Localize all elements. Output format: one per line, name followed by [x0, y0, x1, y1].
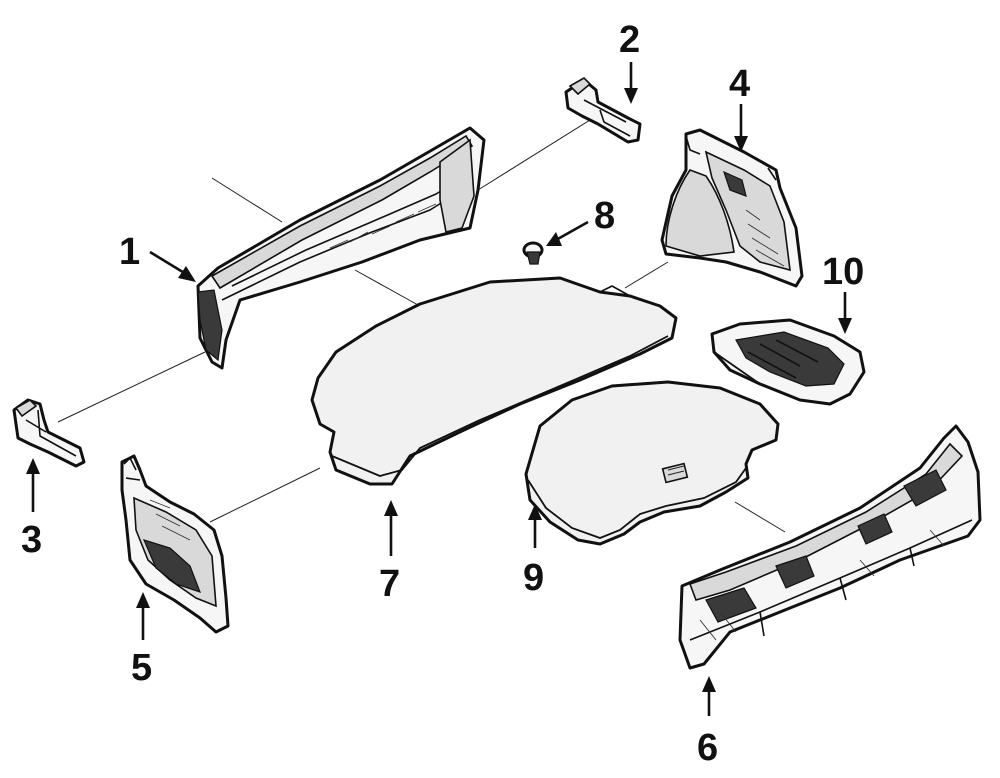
callout-numbers: 1 2 3 4 5 6 7 8 9 10: [21, 19, 864, 769]
arrowhead-1: [178, 266, 196, 282]
part-6-rear-end-panel: [678, 424, 982, 670]
part-4-window: [723, 170, 747, 197]
part-6-pocket-3: [857, 513, 893, 545]
part-5-recess: [142, 539, 202, 593]
part-1-body: [196, 126, 486, 370]
part-2-detail: [583, 99, 631, 137]
callout-8: 8: [594, 195, 615, 237]
part-2-body: [564, 78, 642, 144]
assembly-line-3-to-1: [57, 351, 206, 423]
arrowhead-2: [624, 88, 638, 104]
callout-leaders: [26, 62, 852, 716]
part-6-hatch: [699, 529, 945, 641]
callout-7: 7: [379, 563, 400, 605]
arrowhead-8: [546, 232, 562, 246]
assembly-line-1-to-2: [477, 119, 591, 191]
part-4-hatch: [745, 209, 785, 267]
part-5-tab-top: [123, 457, 141, 481]
part-2-bracket: [564, 77, 642, 144]
part-1-end-left: [197, 289, 223, 362]
part-1-end-right: [439, 138, 475, 233]
part-3-bracket: [12, 398, 86, 468]
part-7-body: [310, 276, 678, 486]
assembly-line-1-left: [211, 177, 283, 223]
part-6-pocket-2: [775, 555, 815, 589]
assembly-line-9-to-6: [734, 501, 786, 533]
callout-4: 4: [729, 63, 750, 105]
part-8-stem: [526, 251, 541, 265]
part-9-spare-tire-cover: [524, 380, 780, 546]
leader-1: [149, 250, 187, 276]
part-1-hatch: [329, 203, 437, 249]
callout-2: 2: [619, 19, 640, 61]
assembly-lines: [57, 119, 786, 533]
part-9-handle-detail: [667, 465, 685, 476]
arrowhead-9: [528, 504, 542, 520]
part-7-trunk-floor-mat: [310, 276, 678, 486]
part-1-top-rail: [210, 134, 474, 290]
arrowhead-6: [702, 676, 716, 692]
part-9-edge: [527, 467, 747, 539]
arrowhead-3: [26, 458, 40, 474]
part-8-clip: [522, 241, 544, 265]
part-1-rear-shelf-panel: [196, 126, 486, 370]
part-9-body: [524, 380, 780, 546]
part-10-rim: [713, 351, 831, 405]
arrowhead-10: [838, 318, 852, 334]
part-6-pocket-4: [903, 469, 947, 507]
assembly-line-1-to-7: [354, 269, 419, 306]
part-3-body: [12, 398, 86, 468]
assembly-line-5-to-7: [209, 467, 321, 523]
part-6-pocket-1: [705, 587, 757, 623]
part-10-storage-tray: [710, 318, 866, 406]
part-6-top-face: [688, 442, 964, 601]
assembly-line-4-to-7: [624, 261, 669, 289]
part-4-tab-top: [685, 135, 777, 181]
arrowhead-5: [136, 592, 150, 608]
part-10-ribs: [747, 339, 819, 379]
part-4-cup: [665, 169, 735, 257]
leader-8: [555, 220, 589, 242]
part-6-face-lines: [689, 519, 973, 641]
part-7-notch: [599, 285, 631, 297]
part-7-edge: [331, 335, 669, 477]
callout-10: 10: [822, 251, 864, 293]
arrowhead-7: [384, 500, 398, 516]
arrowhead-4: [734, 136, 748, 152]
callout-9: 9: [523, 557, 544, 599]
part-3-detail: [25, 409, 77, 457]
callout-5: 5: [131, 647, 152, 689]
part-5-left-side-trim: [120, 454, 230, 634]
part-3-tab: [14, 399, 38, 418]
callout-1: 1: [119, 231, 140, 273]
part-5-hatch: [149, 499, 191, 541]
part-2-tab: [568, 77, 592, 96]
callout-6: 6: [697, 727, 718, 769]
callout-3: 3: [21, 519, 42, 561]
part-4-right-side-trim: [660, 128, 804, 288]
